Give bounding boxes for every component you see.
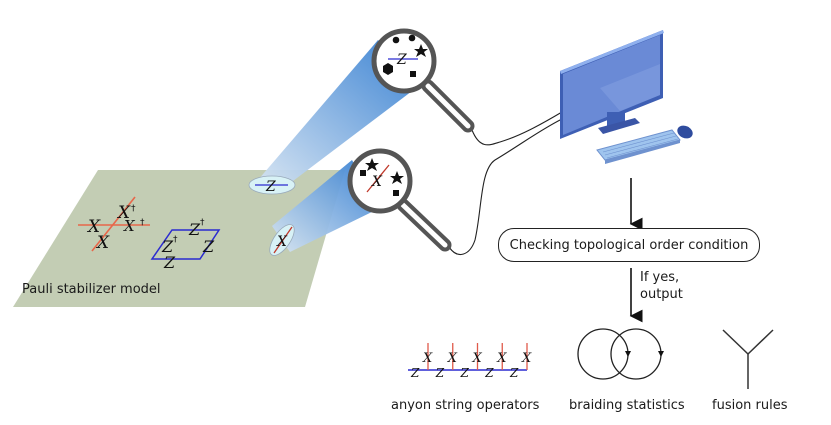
condition-label: If yes, output	[640, 269, 683, 303]
x-operator-cross: X X X X † †	[78, 196, 150, 253]
z-symbol: Z	[163, 253, 176, 272]
x-operator-symbol: X	[496, 351, 507, 366]
braid-arrowhead	[658, 351, 664, 357]
z-operator-symbol: Z	[435, 366, 445, 380]
x-operator-symbol: X	[472, 351, 483, 366]
output-label-anyon-strings: anyon string operators	[391, 398, 540, 413]
magnifier-z[interactable]: Z	[371, 28, 475, 133]
topological-check-box: Checking topological order condition	[498, 228, 760, 262]
computer[interactable]	[560, 30, 695, 164]
anyon-star	[390, 171, 404, 184]
z-operator-symbol: Z	[484, 366, 494, 380]
condition-line-1: If yes,	[640, 270, 680, 285]
x-symbol: X	[123, 217, 136, 235]
anyon-star	[365, 158, 379, 171]
z-symbol: Z	[161, 237, 174, 256]
x-symbol: X	[116, 203, 131, 223]
monitor-stand	[598, 118, 640, 134]
dagger-symbol: †	[200, 218, 205, 228]
anyon-square	[393, 190, 399, 196]
mouse	[677, 125, 693, 139]
anyon-dot	[392, 36, 400, 44]
magnified-x-symbol: X	[371, 174, 383, 190]
output-label-fusion: fusion rules	[712, 398, 788, 413]
z-operator-symbol: Z	[460, 366, 470, 380]
braid-loop-right	[610, 328, 662, 380]
x-operator-symbol: X	[422, 351, 433, 366]
cable-top	[471, 111, 563, 146]
x-operator-symbol: X	[521, 351, 532, 366]
braid-arrowhead	[625, 351, 631, 357]
dagger-symbol: †	[140, 218, 145, 228]
x-probe-spot: X	[269, 224, 295, 256]
probe-z-symbol: Z	[265, 179, 276, 195]
magnifier-x[interactable]: X	[347, 148, 452, 252]
condition-line-2: output	[640, 287, 683, 302]
stabilizer-plane	[13, 170, 345, 307]
output-label-braiding: braiding statistics	[569, 398, 685, 413]
dagger-symbol: †	[173, 235, 178, 245]
z-symbol: Z	[188, 220, 201, 239]
x-operator-symbol: X	[447, 351, 458, 366]
braiding-diagram	[577, 328, 664, 380]
cable-bottom	[448, 118, 563, 255]
anyon-dot	[408, 34, 416, 42]
z-probe-spot: Z	[248, 175, 296, 195]
dagger-symbol: †	[131, 204, 136, 214]
anyon-square	[410, 71, 416, 77]
x-symbol: X	[86, 217, 101, 237]
braid-loop-left	[577, 328, 629, 380]
process-label: Checking topological order condition	[509, 237, 749, 253]
z-operator-symbol: Z	[410, 366, 420, 380]
anyon-star	[414, 44, 428, 57]
z-plaquette: Z Z Z Z † †	[150, 218, 221, 272]
fusion-diagram	[722, 329, 774, 389]
magnified-z-symbol: Z	[396, 52, 407, 68]
anyon-hexagon	[383, 63, 393, 75]
anyon-square	[360, 170, 366, 176]
probe-x-symbol: X	[276, 234, 288, 250]
plane-label: Pauli stabilizer model	[22, 282, 161, 297]
z-symbol: Z	[202, 237, 215, 256]
z-operator-symbol: Z	[509, 366, 519, 380]
x-symbol: X	[95, 233, 110, 253]
